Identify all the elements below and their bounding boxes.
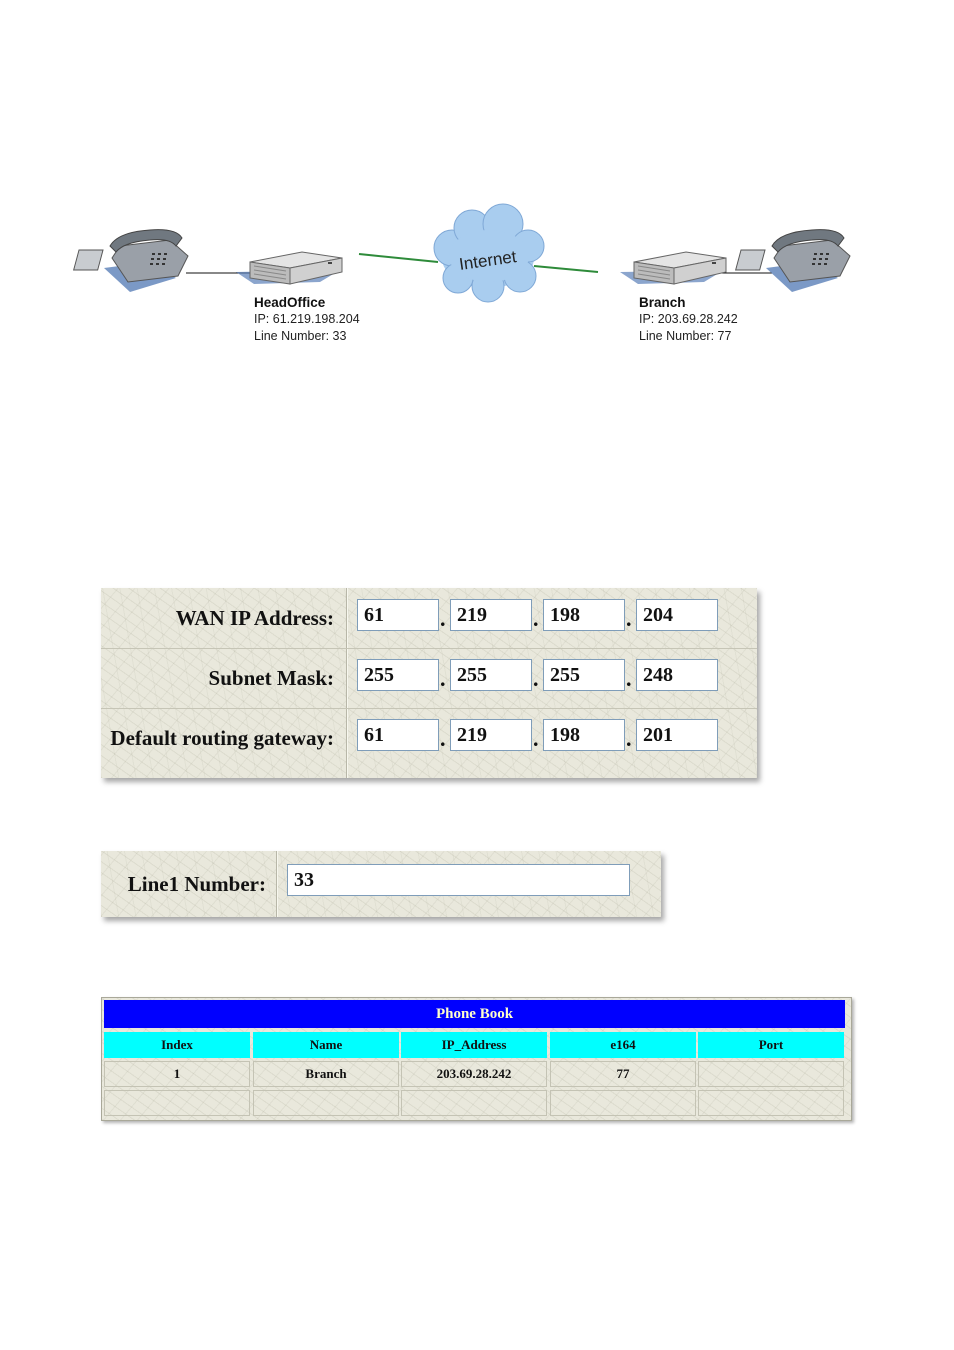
wan-ip-octet-3[interactable]: 198 [543,599,625,631]
octet-separator: . [440,726,446,752]
table-cell [104,1090,250,1116]
phone-book-title: Phone Book [104,1000,845,1028]
internet-cloud-icon: Internet [434,204,544,302]
gateway-device-icon-left [236,252,342,284]
line1-number-input[interactable]: 33 [287,864,630,896]
telephone-icon-right [736,230,850,292]
branch-line-number: Line Number: 77 [639,328,738,345]
gateway-label: Default routing gateway: [101,708,346,768]
table-cell [698,1061,844,1087]
octet-separator: . [440,606,446,632]
gateway-octet-4[interactable]: 201 [636,719,718,751]
table-cell [401,1090,547,1116]
wan-ip-octet-1[interactable]: 61 [357,599,439,631]
table-cell: 77 [550,1061,696,1087]
octet-separator: . [626,666,632,692]
wan-link-right [534,266,598,272]
table-cell [698,1090,844,1116]
network-diagram: Internet HeadOffice I [0,0,954,360]
column-header-index: Index [104,1032,250,1058]
wan-settings-panel: WAN IP Address: 61 . 219 . 198 . 204 Sub… [101,588,757,778]
gateway-row: Default routing gateway: 61 . 219 . 198 … [101,708,757,768]
line-number-panel: Line1 Number: 33 [101,851,661,917]
wan-ip-octet-2[interactable]: 219 [450,599,532,631]
octet-separator: . [533,726,539,752]
branch-label: Branch IP: 203.69.28.242 Line Number: 77 [639,294,738,345]
subnet-mask-label: Subnet Mask: [101,648,346,708]
octet-separator: . [626,726,632,752]
gateway-octet-1[interactable]: 61 [357,719,439,751]
column-header-name: Name [253,1032,399,1058]
telephone-icon-left [74,230,188,292]
column-header-port: Port [698,1032,844,1058]
wan-ip-row: WAN IP Address: 61 . 219 . 198 . 204 [101,588,757,649]
octet-separator: . [533,606,539,632]
phone-book-table: Phone Book Index Name IP_Address e164 Po… [101,997,852,1121]
octet-separator: . [533,666,539,692]
table-cell: Branch [253,1061,399,1087]
octet-separator: . [440,666,446,692]
headoffice-line-number: Line Number: 33 [254,328,360,345]
gateway-octet-3[interactable]: 198 [543,719,625,751]
subnet-mask-octet-4[interactable]: 248 [636,659,718,691]
wan-ip-label: WAN IP Address: [101,588,346,648]
subnet-mask-octet-1[interactable]: 255 [357,659,439,691]
column-header-e164: e164 [550,1032,696,1058]
table-cell: 203.69.28.242 [401,1061,547,1087]
wan-link-left [359,254,438,262]
headoffice-label: HeadOffice IP: 61.219.198.204 Line Numbe… [254,294,360,345]
column-divider [276,851,277,917]
wan-ip-octet-4[interactable]: 204 [636,599,718,631]
diagram-graphic: Internet [0,0,954,360]
branch-name: Branch [639,294,738,311]
subnet-mask-octet-2[interactable]: 255 [450,659,532,691]
branch-ip: IP: 203.69.28.242 [639,311,738,328]
subnet-mask-octet-3[interactable]: 255 [543,659,625,691]
table-cell [550,1090,696,1116]
table-cell [253,1090,399,1116]
table-cell: 1 [104,1061,250,1087]
subnet-mask-row: Subnet Mask: 255 . 255 . 255 . 248 [101,648,757,709]
column-header-ip-address: IP_Address [401,1032,547,1058]
line1-number-label: Line1 Number: [101,851,276,917]
gateway-device-icon-right [620,252,726,284]
gateway-octet-2[interactable]: 219 [450,719,532,751]
headoffice-ip: IP: 61.219.198.204 [254,311,360,328]
headoffice-name: HeadOffice [254,294,360,311]
octet-separator: . [626,606,632,632]
